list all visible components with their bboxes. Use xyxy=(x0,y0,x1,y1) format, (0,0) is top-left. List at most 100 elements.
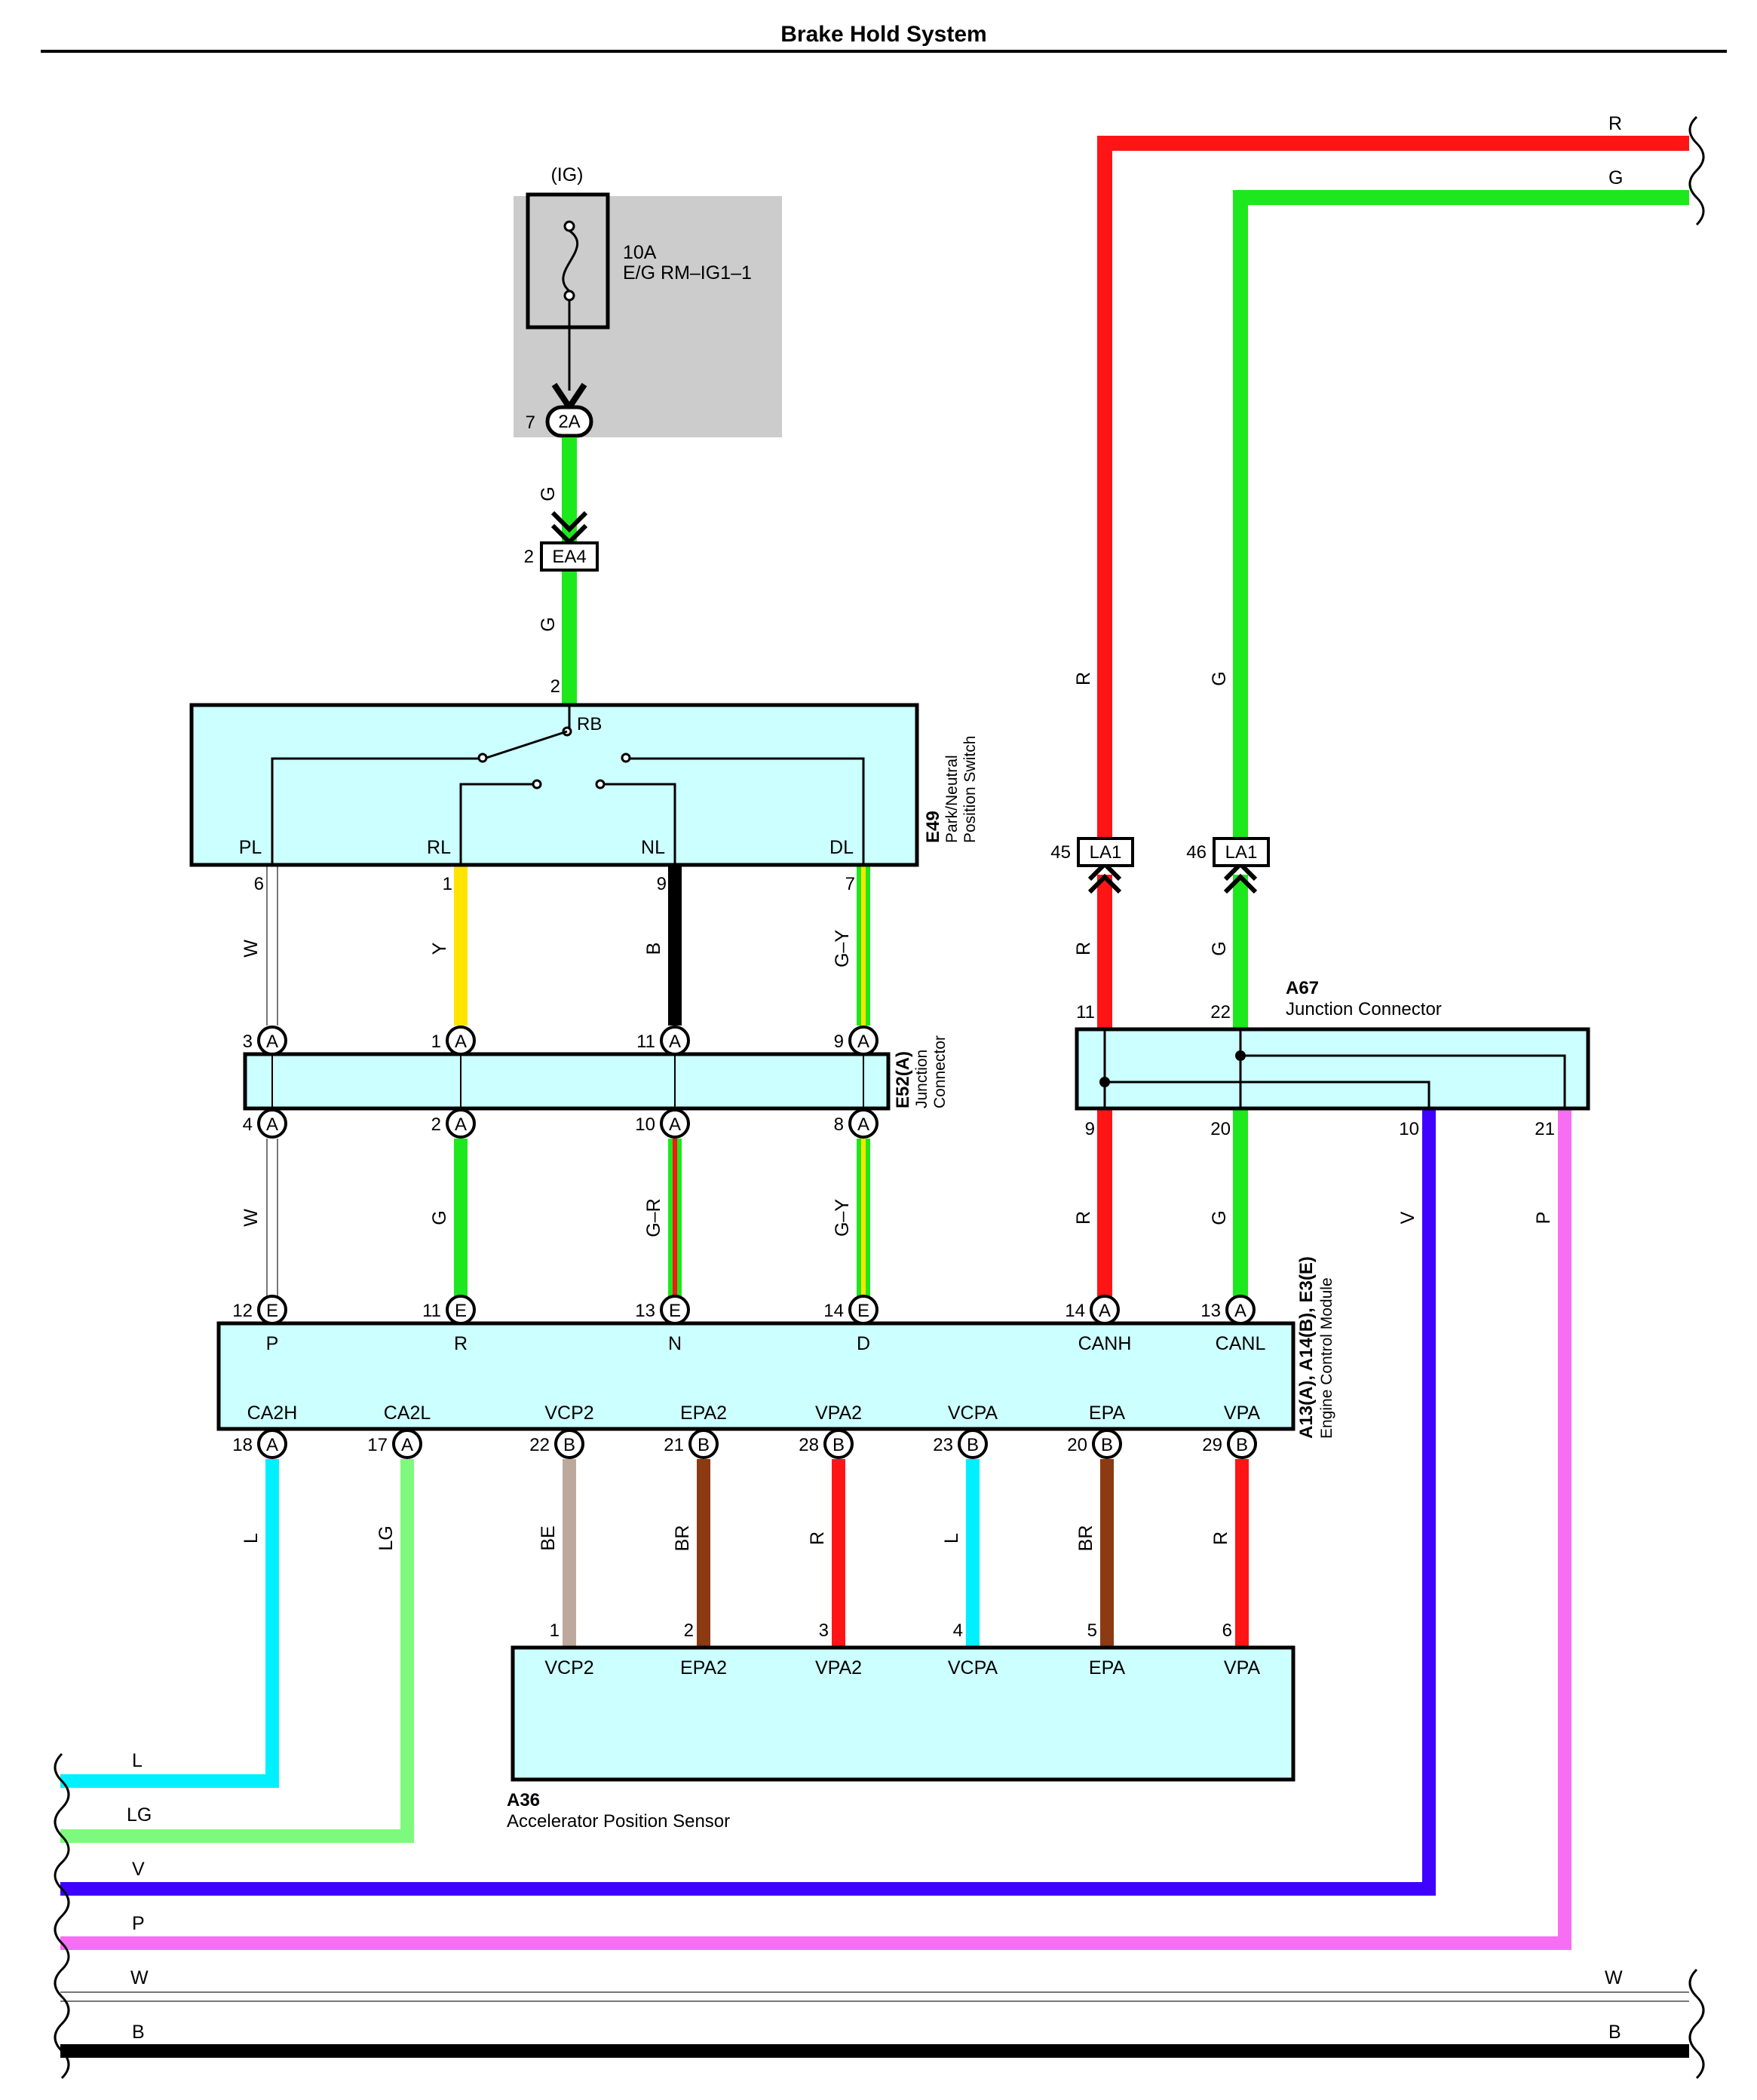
a67-splice-dot xyxy=(1235,1050,1246,1061)
e52-pin-circle: A xyxy=(660,1025,690,1056)
e49-term-nl: NL xyxy=(641,837,665,858)
a36-name: Accelerator Position Sensor xyxy=(507,1811,730,1832)
wire-label: BR xyxy=(672,1525,693,1552)
a67-splice-dot xyxy=(1099,1077,1110,1087)
offpage-label: W xyxy=(1605,1967,1623,1988)
svg-text:B: B xyxy=(1101,1435,1113,1455)
svg-text:A: A xyxy=(669,1114,681,1135)
svg-text:E: E xyxy=(669,1301,681,1321)
ecm-bottom-terminal: VPA2 B 28 xyxy=(799,1403,862,1459)
switch-contacts xyxy=(271,705,865,865)
ea4-pin: 2 xyxy=(524,547,534,567)
a36-terminal: 4 VCPA xyxy=(948,1620,998,1678)
e52-top-pin: 11 xyxy=(636,1032,655,1052)
ecm-bottom-terminal: CA2L A 17 xyxy=(367,1403,431,1459)
svg-text:A13(A), A14(B), E3(E): A13(A), A14(B), E3(E) xyxy=(1296,1256,1317,1439)
svg-text:A: A xyxy=(455,1032,467,1052)
e52-pin-circle: A xyxy=(660,1108,690,1139)
e49-switch-box xyxy=(189,703,919,867)
ecm-top-terminal: E 12 P xyxy=(232,1295,287,1354)
ecm-bottom-terminal: VPA B 29 xyxy=(1202,1403,1260,1459)
svg-text:28: 28 xyxy=(799,1435,819,1455)
offpage-label: B xyxy=(1608,2022,1621,2043)
wire-label: G xyxy=(1209,1210,1230,1225)
fuse-rating: 10A xyxy=(623,242,657,263)
e49-input-label: RB xyxy=(577,714,602,734)
e49-pin-pl: 6 xyxy=(254,874,264,894)
wire-label: W xyxy=(241,1209,262,1227)
fuse-connector-2a: 2A xyxy=(545,405,593,438)
wire-l-ca2h xyxy=(60,1459,279,1788)
wire-color-labels: G G R G R G W Y B G–Y W G G–R G–Y R G V … xyxy=(241,486,1554,1551)
e52-pin-circle: A xyxy=(257,1108,287,1139)
svg-text:20: 20 xyxy=(1067,1435,1087,1455)
wire-label: P xyxy=(1533,1212,1554,1225)
wire-label: G xyxy=(538,617,559,631)
svg-text:E: E xyxy=(857,1301,869,1321)
e52-pin-circle: A xyxy=(848,1108,878,1139)
wire-label: G xyxy=(1209,671,1230,685)
svg-text:13: 13 xyxy=(1200,1301,1221,1321)
fuse-block-area xyxy=(514,196,782,437)
svg-text:P: P xyxy=(266,1333,279,1354)
e52-bottom-pin: 2 xyxy=(431,1114,441,1135)
wire-label: BE xyxy=(538,1525,559,1550)
wire-label: B xyxy=(643,943,664,955)
wire-label: R xyxy=(1073,942,1094,955)
e49-caption: E49 Park/Neutral Position Switch xyxy=(923,736,979,843)
svg-text:VPA2: VPA2 xyxy=(815,1657,862,1678)
wire-label: R xyxy=(807,1531,828,1545)
svg-text:29: 29 xyxy=(1202,1435,1222,1455)
a36-terminal: 1 VCP2 xyxy=(544,1620,593,1678)
svg-text:21: 21 xyxy=(664,1435,684,1455)
offpage-left-labels: L LG V P W B xyxy=(127,1750,152,2043)
offpage-label: W xyxy=(130,1967,149,1988)
svg-text:17: 17 xyxy=(367,1435,388,1455)
svg-text:A: A xyxy=(455,1114,467,1135)
e52-pin-circle: A xyxy=(257,1025,287,1056)
wire-label: R xyxy=(1210,1531,1231,1545)
a67-pin: 20 xyxy=(1210,1119,1231,1139)
svg-text:14: 14 xyxy=(1065,1301,1085,1321)
e52-junction-box xyxy=(243,1052,891,1111)
wire-label: L xyxy=(241,1533,262,1544)
wire-label: G xyxy=(429,1210,450,1225)
a67-code: A67 xyxy=(1286,978,1319,998)
fuse-pin: 7 xyxy=(526,412,535,433)
svg-text:A: A xyxy=(857,1032,869,1052)
e52-top-pin: 1 xyxy=(431,1032,441,1052)
la1-pin-46: 46 xyxy=(1186,842,1207,863)
svg-text:B: B xyxy=(833,1435,845,1455)
ecm-bottom-terminal: EPA2 B 21 xyxy=(664,1403,727,1459)
e49-pin-rl: 1 xyxy=(443,874,452,894)
svg-text:Junction: Junction xyxy=(913,1050,931,1108)
e49-pin-nl: 9 xyxy=(657,874,667,894)
svg-text:CANL: CANL xyxy=(1216,1333,1266,1354)
svg-text:VCPA: VCPA xyxy=(948,1403,998,1424)
svg-text:4: 4 xyxy=(953,1620,963,1641)
a67-name: Junction Connector xyxy=(1286,999,1442,1019)
offpage-label: V xyxy=(132,1859,145,1880)
e52-pin-circle: A xyxy=(848,1025,878,1056)
svg-text:EPA2: EPA2 xyxy=(680,1403,727,1424)
wire-lg-ca2l xyxy=(60,1459,414,1843)
wire-p xyxy=(60,1108,1571,1950)
svg-text:VCP2: VCP2 xyxy=(544,1657,593,1678)
svg-text:A: A xyxy=(401,1435,413,1455)
wire-label: BR xyxy=(1075,1525,1096,1552)
svg-text:A: A xyxy=(266,1114,278,1135)
e49-pin-dl: 7 xyxy=(845,874,855,894)
wire-v xyxy=(60,1108,1436,1896)
wire-label: G–R xyxy=(643,1198,664,1237)
svg-text:B: B xyxy=(698,1435,710,1455)
svg-text:VCP2: VCP2 xyxy=(544,1403,593,1424)
svg-text:1: 1 xyxy=(550,1620,560,1641)
wire-label: R xyxy=(1073,1211,1094,1225)
ecm-bottom-terminal: VCP2 B 22 xyxy=(529,1403,594,1459)
e52-top-pin: 3 xyxy=(243,1032,253,1052)
diagram-title: Brake Hold System xyxy=(780,22,986,47)
svg-text:Position Switch: Position Switch xyxy=(961,736,979,843)
ecm-bottom-terminal: VCPA B 23 xyxy=(933,1403,998,1459)
svg-text:E: E xyxy=(266,1301,278,1321)
ecm-top-terminal: A 13 CANL xyxy=(1200,1295,1266,1354)
